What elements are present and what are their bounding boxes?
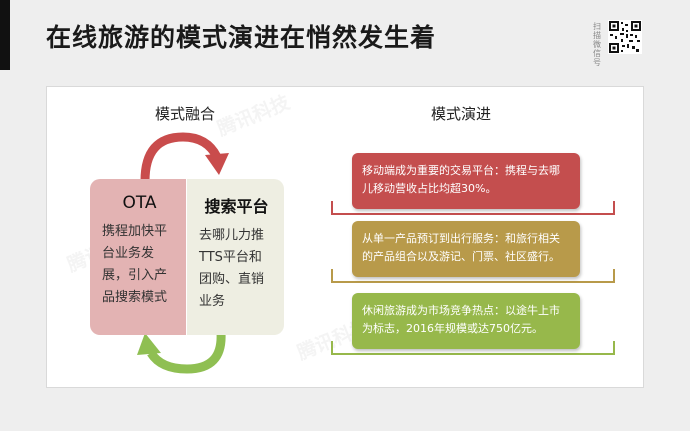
ota-panel: OTA 携程加快平台业务发展，引入产品搜索模式: [90, 179, 187, 335]
event-bracket-1: [331, 201, 615, 215]
evolution-event-3: 休闲旅游成为市场竞争热点：以途牛上市为标志，2016年规模或达750亿元。: [352, 293, 580, 349]
ota-description: 携程加快平台业务发展，引入产品搜索模式: [102, 224, 168, 305]
search-platform-heading: 搜索平台: [204, 197, 269, 216]
section-title-evolution: 模式演进: [431, 105, 492, 123]
qr-code-icon: [608, 20, 642, 54]
event-bracket-3: [331, 341, 615, 355]
content-card: 腾讯科技 腾讯科技 腾讯科技 模式融合 模式演进 OTA 携程加快平台业务发展，…: [46, 86, 644, 388]
page-title: 在线旅游的模式演进在悄然发生着: [46, 23, 437, 52]
left-accent-bar: [0, 0, 10, 70]
evolution-event-2: 从单一产品预订到出行服务：和旅行相关的产品组合以及游记、门票、社区盛行。: [352, 221, 580, 277]
event-bracket-2: [331, 269, 615, 283]
search-platform-panel: 搜索平台 去哪儿力推TTS平台和团购、直销业务: [187, 179, 284, 335]
section-title-fusion: 模式融合: [155, 105, 216, 123]
cycle-arrow-bottom-icon: [137, 333, 226, 374]
ota-heading: OTA: [122, 193, 157, 213]
evolution-event-1: 移动端成为重要的交易平台：携程与去哪儿移动营收占比均超30%。: [352, 153, 580, 209]
qr-label: 扫描微信号: [593, 22, 601, 67]
search-platform-description: 去哪儿力推TTS平台和团购、直销业务: [199, 228, 265, 309]
cycle-arrow-top-icon: [140, 132, 229, 181]
